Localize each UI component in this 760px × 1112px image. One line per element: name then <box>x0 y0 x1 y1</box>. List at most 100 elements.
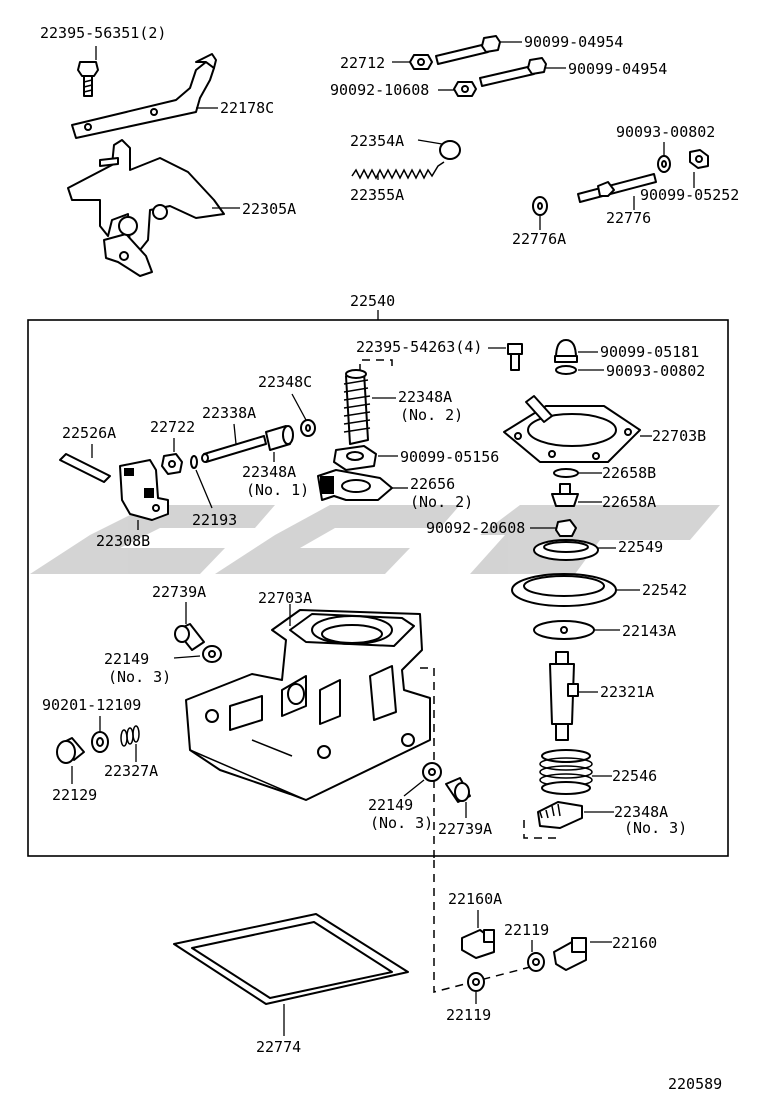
gasket-22774[interactable] <box>173 913 409 1005</box>
label-90093-00802-b: 90093-00802 <box>606 362 705 380</box>
bracket-22305A[interactable] <box>67 139 225 277</box>
washer-22776A[interactable] <box>532 196 548 216</box>
cap-22354A[interactable] <box>439 140 461 160</box>
label-22308B: 22308B <box>96 532 150 550</box>
spring-22546[interactable] <box>539 749 593 795</box>
label-22149-a: 22149 <box>104 650 149 668</box>
label-22348A-no1-sub: (No. 1) <box>246 481 309 499</box>
nut-90099-05252[interactable] <box>689 149 709 169</box>
washer-90201-12109[interactable] <box>91 731 109 753</box>
label-90201-12109: 90201-12109 <box>42 696 141 714</box>
nut-90092-20608[interactable] <box>555 519 577 537</box>
label-90099-04954-b: 90099-04954 <box>568 60 667 78</box>
spring-22355A[interactable] <box>351 161 445 180</box>
nut-90099-05156[interactable] <box>333 445 377 471</box>
boot-22348A-no2[interactable] <box>343 369 371 445</box>
cap-nut-90099-05181[interactable] <box>554 339 578 363</box>
label-22348A-no1: 22348A <box>242 463 296 481</box>
label-22354A: 22354A <box>350 132 404 150</box>
label-22143A: 22143A <box>622 622 676 640</box>
washer-22149-a[interactable] <box>202 645 222 663</box>
label-22395-56351: 22395-56351(2) <box>40 24 166 42</box>
washer-22149-b[interactable] <box>422 762 442 782</box>
label-22395-54263: 22395-54263(4) <box>356 338 482 356</box>
label-22119-b: 22119 <box>446 1006 491 1024</box>
label-22149-b: 22149 <box>368 796 413 814</box>
label-22658A: 22658A <box>602 493 656 511</box>
washer-90093-00802-a[interactable] <box>657 155 671 173</box>
gear-22348A-no3[interactable] <box>537 801 583 829</box>
bracket-22178C[interactable] <box>71 53 217 139</box>
label-22119-a: 22119 <box>504 921 549 939</box>
fitting-22160[interactable] <box>553 937 587 971</box>
bracket-group: 22395-56351(2) 22178C 22305A <box>40 24 296 277</box>
label-22656: 22656 <box>410 475 455 493</box>
label-90099-05181: 90099-05181 <box>600 343 699 361</box>
label-22160A: 22160A <box>448 890 502 908</box>
assembly-box: 22540 <box>27 292 729 857</box>
label-22348A-no3: 22348A <box>614 803 668 821</box>
label-90099-05156: 90099-05156 <box>400 448 499 466</box>
lever-22308B[interactable] <box>119 459 169 521</box>
label-22348C: 22348C <box>258 373 312 391</box>
plate-22549[interactable] <box>533 539 599 561</box>
label-22338A: 22338A <box>202 404 256 422</box>
label-22549: 22549 <box>618 538 663 556</box>
rod-22321A[interactable] <box>549 651 579 741</box>
screw-22395-56351[interactable] <box>77 61 99 97</box>
washer-22348C[interactable] <box>300 419 316 437</box>
nut-22712[interactable] <box>409 54 433 70</box>
label-22129: 22129 <box>52 786 97 804</box>
label-22178C: 22178C <box>220 99 274 117</box>
clip-22193[interactable] <box>190 455 198 469</box>
spring-group: 22354A 22355A <box>350 132 461 204</box>
washer-90093-00802-b[interactable] <box>555 365 577 375</box>
lever-22656-no2[interactable] <box>317 469 393 501</box>
spring-22327A[interactable] <box>120 725 140 747</box>
ring-22658B[interactable] <box>553 468 579 478</box>
label-22658B: 22658B <box>602 464 656 482</box>
diaphragm-22542[interactable] <box>511 573 617 607</box>
pin-22526A[interactable] <box>59 453 111 483</box>
washer-22119-a[interactable] <box>527 952 545 972</box>
body-22703A[interactable] <box>185 609 431 801</box>
label-22348A-no2-sub: (No. 2) <box>400 406 463 424</box>
screw-22395-54263[interactable] <box>359 343 523 372</box>
label-90093-00802-a: 90093-00802 <box>616 123 715 141</box>
label-22656-sub: (No. 2) <box>410 493 473 511</box>
bolt-90099-04954-b[interactable] <box>479 57 547 87</box>
label-22149-a-sub: (No. 3) <box>108 668 171 686</box>
bolt-90099-04954-a[interactable] <box>435 35 501 65</box>
plug-22739A-a[interactable] <box>174 623 205 651</box>
label-90092-10608: 90092-10608 <box>330 81 429 99</box>
label-22305A: 22305A <box>242 200 296 218</box>
cover-22703B[interactable] <box>503 395 641 463</box>
label-22776: 22776 <box>606 209 651 227</box>
label-22526A: 22526A <box>62 424 116 442</box>
washer-22119-b[interactable] <box>467 972 485 992</box>
label-22712: 22712 <box>340 54 385 72</box>
bushing-22348A-no1[interactable] <box>265 425 294 451</box>
nut-22722[interactable] <box>161 453 183 475</box>
label-22776A: 22776A <box>512 230 566 248</box>
label-90099-04954-a: 90099-04954 <box>524 33 623 51</box>
label-90099-05252: 90099-05252 <box>640 186 739 204</box>
diagram-id: 220589 <box>668 1075 722 1093</box>
stud-22776[interactable] <box>577 173 657 203</box>
label-22774: 22774 <box>256 1038 301 1056</box>
label-22739A-a: 22739A <box>152 583 206 601</box>
plate-22143A[interactable] <box>533 620 595 640</box>
nut-90092-10608[interactable] <box>453 81 477 97</box>
shaft-22338A[interactable] <box>201 435 267 463</box>
fitting-22160A[interactable] <box>461 929 495 959</box>
label-22703B: 22703B <box>652 427 706 445</box>
watermark-logo <box>30 505 720 574</box>
assembly-label: 22540 <box>350 292 395 310</box>
plug-22739A-b[interactable] <box>445 777 471 803</box>
plug-22129[interactable] <box>56 737 85 764</box>
label-22703A: 22703A <box>258 589 312 607</box>
label-22355A: 22355A <box>350 186 404 204</box>
valve-22658A[interactable] <box>551 483 579 507</box>
